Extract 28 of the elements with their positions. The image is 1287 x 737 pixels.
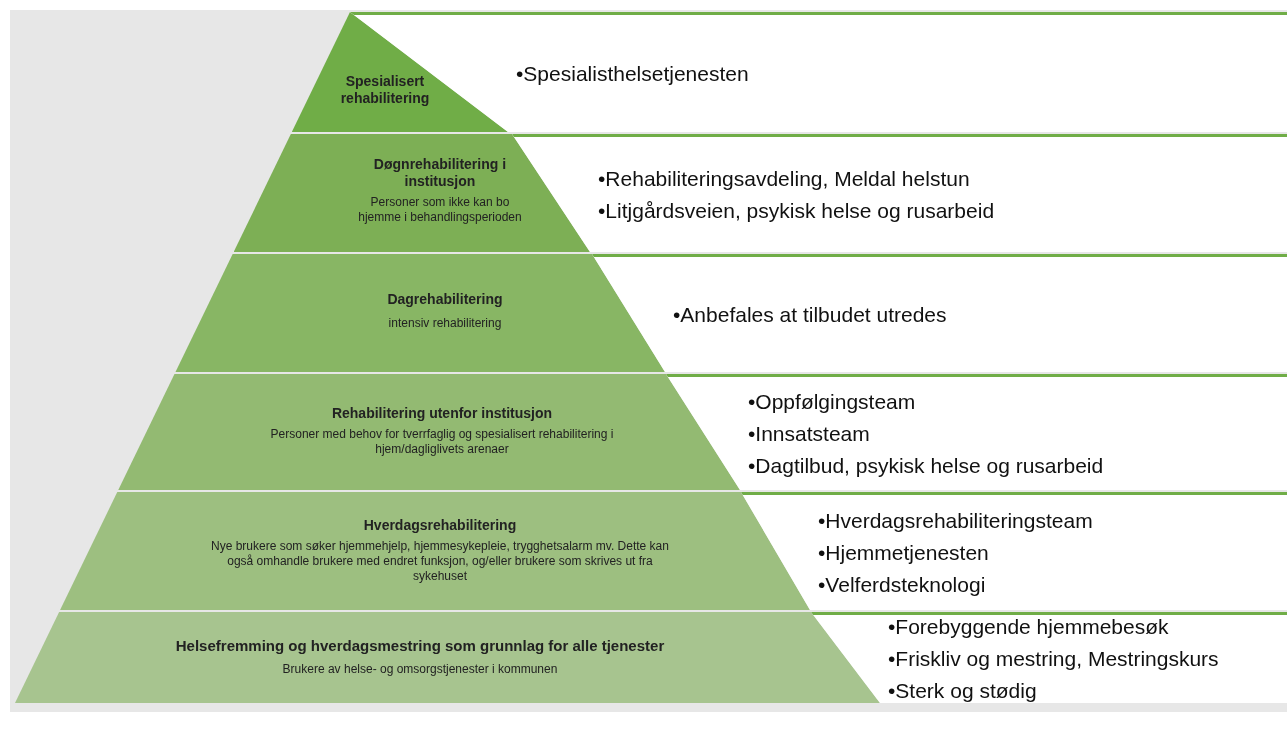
tier-title: Døgnrehabilitering i institusjon [372, 155, 508, 190]
service-panel [592, 254, 1287, 372]
bullet-item: •Rehabiliteringsavdeling, Meldal helstun [598, 165, 971, 192]
bullet-item: •Oppfølgingsteam [748, 388, 917, 415]
bullet-item: •Hjemmetjenesten [818, 539, 990, 566]
bullet-item: •Litjgårdsveien, psykisk helse og rusarbeid [598, 197, 995, 224]
bullet-item: •Sterk og stødig [888, 678, 1038, 704]
tier-description: Personer som ikke kan bo hjemme i behandlingsperioden [357, 194, 523, 225]
tier-title: Helsefremming og hverdagsmestring som grunnlag for alle tjenester [175, 637, 665, 654]
bullet-item: •Spesialisthelsetjenesten [516, 60, 749, 87]
bullet-item: •Dagtilbud, psykisk helse og rusarbeid [748, 452, 1104, 479]
service-panel [666, 374, 1287, 490]
tier-description: Brukere av helse- og omsorgstjenester i kommunen [282, 662, 558, 677]
tier-title: Spesialisert rehabilitering [339, 72, 431, 107]
tier-description: Personer med behov for tverrfaglig og spesialisert rehabilitering i hjem/dagliglivets arenaer [269, 426, 615, 457]
bullet-item: •Velferdsteknologi [818, 571, 987, 598]
tier-title: Hverdagsrehabilitering [363, 517, 517, 534]
bullet-item: •Forebyggende hjemmebesøk [888, 614, 1170, 640]
bullet-item: •Anbefales at tilbudet utredes [673, 301, 947, 328]
tier-title: Dagrehabilitering [387, 290, 503, 308]
tier-description: Nye brukere som søker hjemmehjelp, hjemmesykepleie, trygghetsalarm mv. Dette kan også omhandle brukere med endret funksjon, og/eller brukere som skrives ut fra sykehuset [210, 539, 670, 584]
bullet-item: •Innsatsteam [748, 420, 871, 447]
service-panel [741, 492, 1287, 610]
tier-description: intensiv rehabilitering [388, 315, 502, 331]
service-panel [811, 612, 1287, 703]
tier-title: Rehabilitering utenfor institusjon [331, 404, 553, 422]
bullet-item: •Friskliv og mestring, Mestringskurs [888, 646, 1219, 672]
bullet-item: •Hverdagsrehabiliteringsteam [818, 507, 1093, 534]
